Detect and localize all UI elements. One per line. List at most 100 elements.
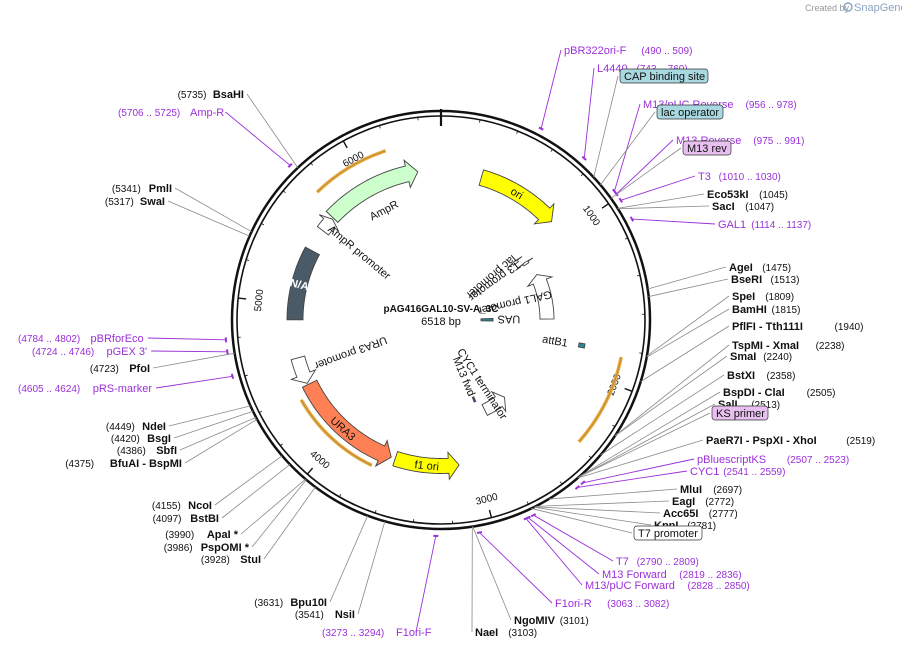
site-name: Acc65I xyxy=(663,508,698,520)
restriction-site[interactable]: SbfI(4386) xyxy=(117,416,257,457)
restriction-site[interactable]: PaeR7I - PspXI - XhoI(2519) xyxy=(577,435,875,479)
restriction-site[interactable]: BamHI(1815) xyxy=(646,304,801,358)
primer[interactable]: pBluescriptKS(2507 .. 2523) xyxy=(580,454,849,486)
feature-f1-ori[interactable] xyxy=(392,450,460,481)
site-leader-line xyxy=(646,295,730,357)
restriction-site[interactable]: BstXI(2358) xyxy=(600,370,796,456)
primer[interactable]: GAL1(1114 .. 1137) xyxy=(629,216,811,231)
boxed-feature[interactable]: CAP binding site xyxy=(593,68,709,178)
feature-cen-ars[interactable] xyxy=(286,246,321,321)
restriction-site[interactable]: BseRI(1513) xyxy=(648,274,800,297)
boxed-feature[interactable]: M13 rev xyxy=(610,140,732,199)
primer[interactable]: pGEX 3'(4724 .. 4746) xyxy=(32,346,229,358)
boxed-feature[interactable]: T7 promoter xyxy=(531,508,703,541)
primer-leader-line xyxy=(620,175,696,201)
feature-lac-promoter[interactable] xyxy=(507,256,523,268)
site-leader-line xyxy=(329,515,369,603)
restriction-site[interactable]: SacI(1047) xyxy=(617,201,774,213)
restriction-site[interactable]: NaeI(3103) xyxy=(471,526,537,639)
tick-label-group: 1000 xyxy=(580,204,602,229)
restriction-site[interactable]: PflFI - Tth111I(1940) xyxy=(640,321,864,382)
primer[interactable]: pBR322ori-F(490 .. 509) xyxy=(538,45,693,131)
site-leader-line xyxy=(168,405,251,427)
primer-leader-line xyxy=(616,139,674,195)
restriction-site[interactable]: NgoMIV(3101) xyxy=(472,526,589,627)
primer-name: GAL1 xyxy=(718,219,746,231)
primer-position: (4605 .. 4624) xyxy=(18,384,80,395)
restriction-site[interactable]: PmlI(5341) xyxy=(112,183,252,233)
feature-ampr-promoter[interactable] xyxy=(316,214,340,236)
boxed-feature[interactable]: KS primer xyxy=(578,405,769,478)
restriction-site[interactable]: PspOMI *(3986) xyxy=(164,479,307,554)
site-leader-line xyxy=(221,464,291,519)
primer-mark xyxy=(287,162,293,168)
primer-mark xyxy=(530,513,537,518)
feature-label: attB1 xyxy=(541,333,568,349)
restriction-site[interactable]: BspDI - ClaI(2505) xyxy=(579,387,836,477)
restriction-site[interactable]: EagI(2772) xyxy=(535,496,735,508)
restriction-site[interactable]: NdeI(4449) xyxy=(106,405,251,433)
restriction-site[interactable]: BstBI(4097) xyxy=(153,464,291,525)
site-leader-line xyxy=(614,344,730,436)
restriction-site[interactable]: BfuAI - BspMI(4375) xyxy=(65,418,258,470)
feature-gal1-promoter[interactable] xyxy=(526,274,555,320)
boxed-feature[interactable]: lac operator xyxy=(600,104,724,186)
restriction-site[interactable]: Eco53kI(1045) xyxy=(617,189,788,209)
primer[interactable]: (3273 .. 3294)F1ori-F xyxy=(322,534,439,639)
primer[interactable]: M13/pUC Forward(2828 .. 2850) xyxy=(523,516,750,592)
restriction-site[interactable]: NsiI(3541) xyxy=(295,521,386,621)
restriction-site[interactable]: TspMI - XmaI(2238) xyxy=(614,340,845,436)
feature-ura3[interactable] xyxy=(301,379,392,468)
feature-ampr[interactable] xyxy=(325,159,419,223)
primer[interactable]: Amp-R(5706 .. 5725) xyxy=(118,107,293,168)
restriction-site[interactable]: SpeI(1809) xyxy=(646,291,794,357)
primer-position: (3063 .. 3082) xyxy=(607,599,669,610)
tick-label: 3000 xyxy=(475,492,500,508)
site-name: NgoMIV xyxy=(514,615,556,627)
site-leader-line xyxy=(167,200,250,237)
restriction-site[interactable]: Acc65I(2777) xyxy=(534,506,738,520)
restriction-site[interactable]: ApaI *(3990) xyxy=(165,478,306,541)
primer[interactable]: CYC1(2541 .. 2559) xyxy=(574,466,785,490)
primer-mark xyxy=(580,480,586,486)
primer-position: (956 .. 978) xyxy=(746,100,797,111)
restriction-site[interactable]: BsaHI(5735) xyxy=(178,89,299,168)
primer[interactable]: T3(1010 .. 1030) xyxy=(618,171,781,203)
restriction-site[interactable]: Bpu10I(3631) xyxy=(254,515,369,609)
site-name: StuI xyxy=(240,554,261,566)
primer-position: (4784 .. 4802) xyxy=(18,334,80,345)
restriction-site[interactable]: PfoI(4723) xyxy=(90,352,235,375)
restriction-site[interactable]: BsgI(4420) xyxy=(111,410,254,445)
plasmid-size: 6518 bp xyxy=(421,316,461,328)
site-name: PflFI - Tth111I xyxy=(732,321,803,333)
restriction-site[interactable]: SmaI(2240) xyxy=(614,351,792,437)
site-leader-line xyxy=(251,479,307,548)
restriction-site[interactable]: StuI(3928) xyxy=(201,486,316,566)
primer-mark xyxy=(581,155,587,161)
feature-uas[interactable] xyxy=(480,318,494,322)
feature-t3-promoter[interactable] xyxy=(517,257,534,269)
tick-label: 5000 xyxy=(253,288,266,312)
ura3-orange-band-edge xyxy=(300,399,372,466)
restriction-site[interactable]: SwaI(5317) xyxy=(105,196,250,237)
feature-attb1[interactable] xyxy=(577,342,586,349)
feature-ura3-promoter[interactable] xyxy=(289,355,317,384)
gal-orange-band xyxy=(577,356,623,443)
primer-name: F1ori-R xyxy=(555,598,592,610)
restriction-site[interactable]: MluI(2697) xyxy=(548,484,742,500)
primer[interactable]: T7(2790 .. 2809) xyxy=(530,513,699,568)
primer-name: pRS-marker xyxy=(93,383,153,395)
feature-m13-fwd[interactable] xyxy=(471,396,477,403)
feature-ori[interactable] xyxy=(478,169,555,225)
restriction-site[interactable]: NcoI(4155) xyxy=(152,455,283,512)
primer[interactable]: pBRforEco(4784 .. 4802) xyxy=(18,333,228,345)
restriction-site[interactable]: AgeI(1475) xyxy=(647,262,791,290)
scale-tick xyxy=(310,162,314,166)
feature-cyc1-terminator[interactable] xyxy=(481,390,507,416)
primer[interactable]: F1ori-R (3063 .. 3082) xyxy=(476,531,669,610)
scale-tick xyxy=(280,443,283,446)
primer-leader-line xyxy=(583,67,595,159)
primer[interactable]: pRS-marker (4605 .. 4624) xyxy=(18,373,235,395)
